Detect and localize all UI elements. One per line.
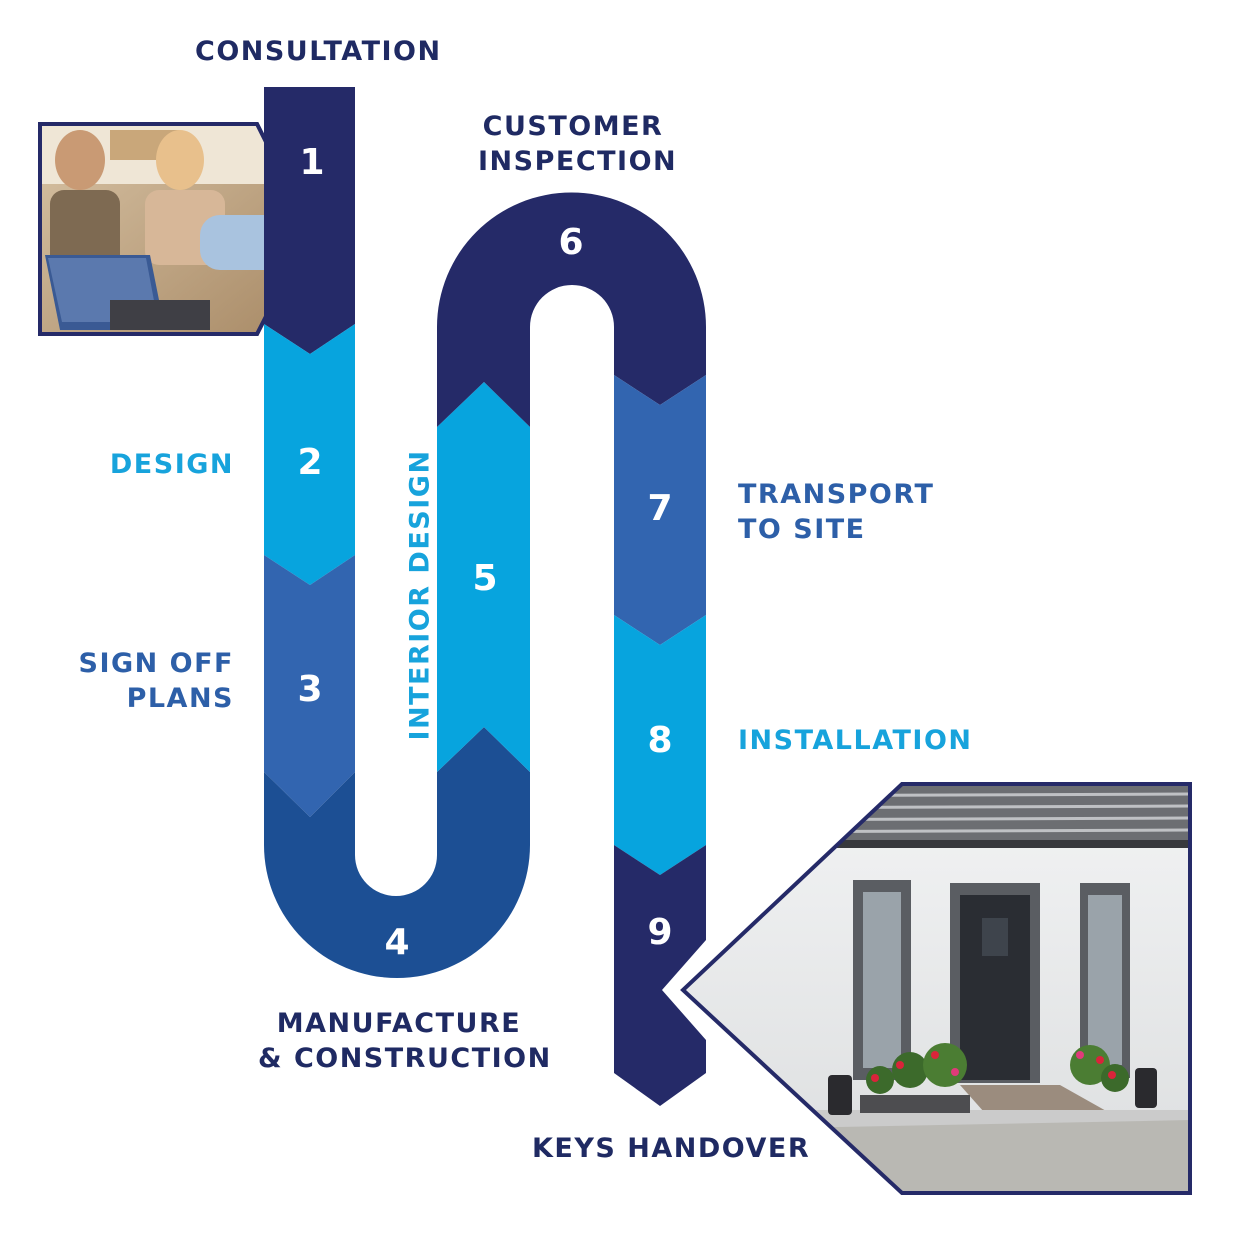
label-manufacture-line-1: MANUFACTURE [276, 1008, 522, 1039]
label-manufacture-construction: MANUFACTURE & CONSTRUCTION [258, 1006, 552, 1076]
step-1-number: 1 [299, 142, 324, 183]
label-sign-off-plans: SIGN OFF PLANS [79, 646, 235, 716]
label-keys-handover: KEYS HANDOVER [532, 1133, 811, 1164]
step-8-segment [614, 615, 706, 875]
step-3-number: 3 [297, 669, 322, 710]
label-design: DESIGN [109, 449, 234, 480]
step-6-number: 6 [558, 222, 583, 263]
step-4-number: 4 [384, 922, 409, 963]
label-interior-design: INTERIOR DESIGN [404, 449, 436, 741]
step-3-segment [264, 555, 355, 817]
step-9-segment [614, 845, 706, 1106]
label-customer-inspection: CUSTOMER INSPECTION [478, 109, 678, 179]
step-5-number: 5 [472, 558, 497, 599]
step-8-number: 8 [647, 720, 672, 761]
label-transport-line-1: TRANSPORT [738, 479, 935, 510]
label-sign-off-line-2: PLANS [126, 683, 234, 714]
step-9-number: 9 [647, 912, 672, 953]
step-7-segment [614, 375, 706, 645]
step-2-segment [264, 324, 355, 585]
step-5-segment [437, 382, 530, 772]
label-manufacture-line-2: & CONSTRUCTION [258, 1043, 552, 1074]
step-2-number: 2 [297, 442, 322, 483]
label-sign-off-line-1: SIGN OFF [78, 648, 234, 679]
label-installation: INSTALLATION [738, 725, 973, 756]
label-customer-inspection-line-2: INSPECTION [478, 146, 678, 177]
label-consultation: CONSULTATION [195, 36, 442, 67]
step-6-segment [437, 192, 706, 427]
label-transport-to-site: TRANSPORT TO SITE [738, 477, 934, 547]
step-1-segment [264, 87, 355, 354]
label-customer-inspection-line-1: CUSTOMER [482, 111, 664, 142]
label-transport-line-2: TO SITE [738, 514, 866, 545]
step-4-segment [264, 727, 530, 978]
step-7-number: 7 [647, 488, 672, 529]
